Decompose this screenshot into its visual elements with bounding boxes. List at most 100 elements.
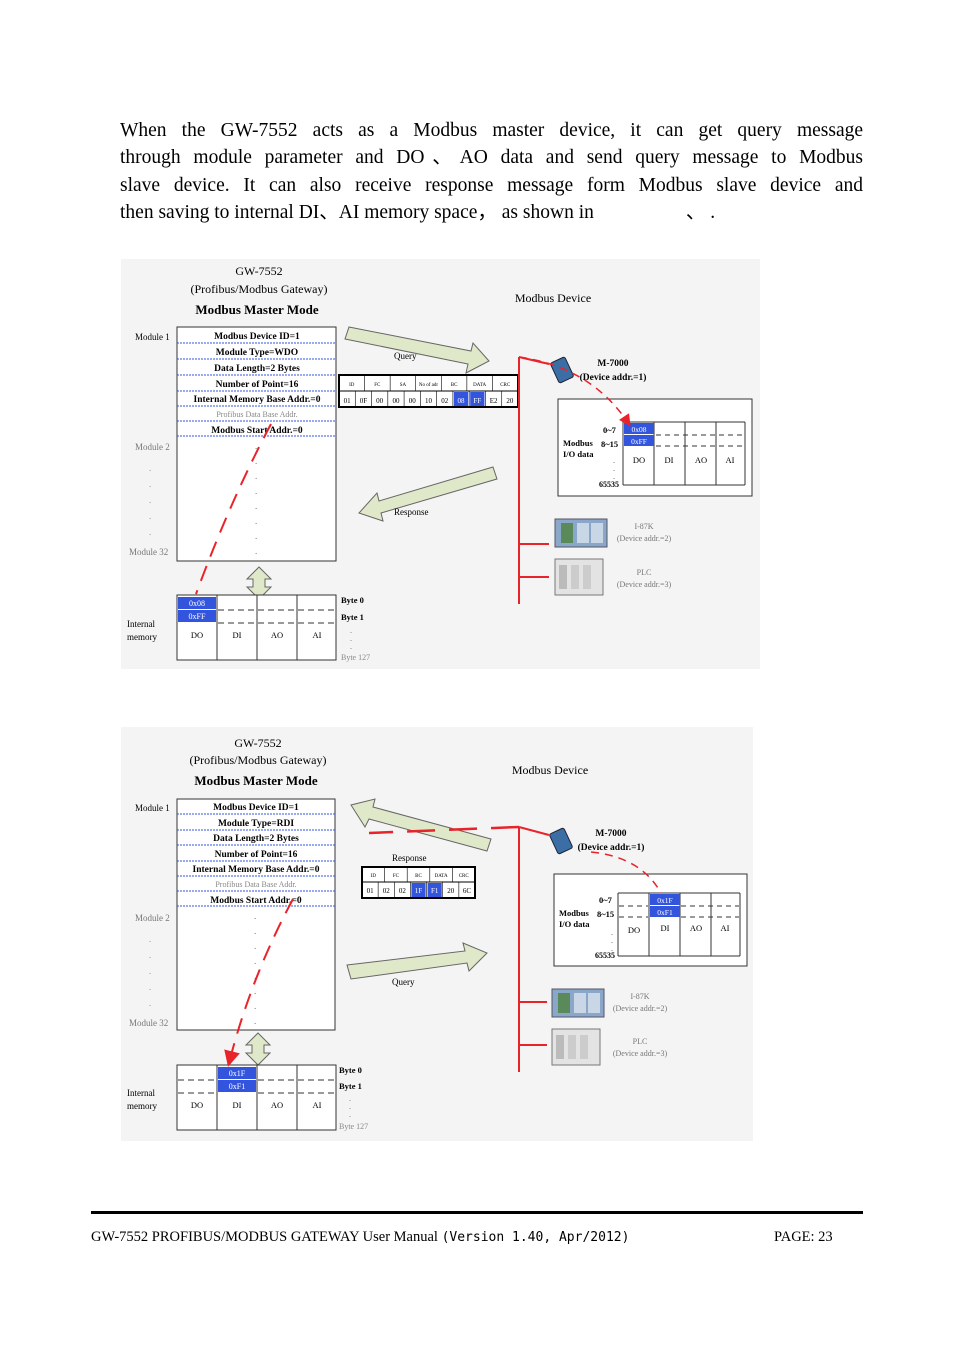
param-module-type: Module Type=RDI	[218, 819, 294, 829]
svg-text:.: .	[149, 950, 151, 960]
param-number-of-point: Number of Point=16	[215, 850, 298, 860]
svg-text:.: .	[611, 936, 613, 945]
i87k-name: I-87K	[630, 992, 649, 1001]
frame-cell: 1F	[415, 887, 423, 895]
svg-text:.: .	[613, 472, 615, 481]
io-row-2: 8~15	[597, 909, 614, 919]
memory-value-1: 0x08	[189, 599, 205, 608]
io-col-ao: AO	[690, 923, 702, 933]
i87k-device-icon	[554, 518, 608, 548]
m7000-addr: (Device addr.=1)	[578, 842, 645, 853]
figure-read-di: GW-7552 (Profibus/Modbus Gateway) Modbus…	[121, 727, 753, 1141]
svg-text:.: .	[149, 966, 151, 976]
svg-text:.: .	[254, 926, 256, 936]
io-row-1: 0~7	[603, 425, 617, 435]
frame-cell: 20	[506, 397, 514, 405]
exchange-arrow	[244, 1032, 272, 1066]
response-label: Response	[394, 507, 429, 517]
memory-label-1: Internal	[127, 619, 155, 629]
module-2-label: Module 2	[135, 442, 170, 452]
svg-text:.: .	[349, 1094, 351, 1103]
module-box	[176, 326, 337, 562]
paragraph-line-4: then saving to internal DI、AI memory spa…	[120, 199, 863, 226]
io-value-2: 0xF1	[657, 908, 673, 917]
param-memory-base: Internal Memory Base Addr.=0	[194, 395, 321, 405]
i87k-addr: (Device addr.=2)	[617, 534, 672, 543]
byte-1-label: Byte 1	[339, 1081, 362, 1091]
svg-text:.: .	[149, 527, 151, 537]
frame-highlight-cell	[453, 392, 469, 406]
module-2-label: Module 2	[135, 913, 170, 923]
query-label: Query	[394, 351, 417, 361]
modbus-device-title: Modbus Device	[512, 763, 588, 777]
memory-col-do: DO	[191, 1100, 203, 1110]
m7000-device-icon	[549, 827, 573, 855]
svg-text:.: .	[255, 471, 257, 481]
footer-rule	[91, 1211, 863, 1214]
footer-manual-title: GW-7552 PROFIBUS/MODBUS GATEWAY User Man…	[91, 1229, 438, 1245]
svg-text:.: .	[611, 928, 613, 937]
frame-cell: 02	[441, 397, 449, 405]
svg-text:.: .	[350, 634, 352, 643]
io-col-ai: AI	[726, 455, 735, 465]
io-col-do: DO	[633, 455, 645, 465]
paragraph-line-4-tail: 、 .	[685, 202, 716, 224]
exchange-arrow	[245, 566, 273, 600]
frame-header: No of adr	[419, 383, 438, 388]
io-value-2: 0xFF	[631, 437, 647, 446]
frame-header: BC	[451, 383, 458, 388]
memory-col-ai: AI	[313, 630, 322, 640]
svg-text:.: .	[613, 456, 615, 465]
io-label-1: Modbus	[559, 908, 589, 918]
svg-text:.: .	[254, 971, 256, 981]
svg-text:.: .	[255, 501, 257, 511]
svg-text:.: .	[255, 441, 257, 451]
memory-value-cell-1	[178, 597, 216, 609]
io-end: 65535	[599, 480, 619, 489]
m7000-name: M-7000	[597, 359, 628, 369]
mode-title: Modbus Master Mode	[194, 773, 317, 788]
frame-cell: 20	[447, 887, 455, 895]
svg-text:.: .	[149, 998, 151, 1008]
io-col-ai: AI	[721, 923, 730, 933]
io-value-cell-1	[650, 894, 680, 905]
svg-text:.: .	[254, 1016, 256, 1026]
response-curve	[368, 825, 520, 835]
svg-text:.: .	[255, 486, 257, 496]
io-col-ao: AO	[695, 455, 707, 465]
frame-cell: 01	[367, 887, 375, 895]
plc-device-icon	[554, 558, 604, 596]
response-arrow	[350, 798, 492, 852]
memory-label-2: memory	[127, 1101, 157, 1111]
svg-text:.: .	[255, 456, 257, 466]
frame-header: BC	[415, 874, 422, 879]
module-32-label: Module 32	[129, 1018, 168, 1028]
plc-addr: (Device addr.=3)	[617, 580, 672, 589]
svg-text:.: .	[254, 986, 256, 996]
figure-write-do: GW-7552 (Profibus/Modbus Gateway) Modbus…	[121, 259, 760, 669]
svg-text:.: .	[350, 626, 352, 635]
svg-text:.: .	[149, 982, 151, 992]
memory-col-di: DI	[233, 630, 242, 640]
mode-title: Modbus Master Mode	[195, 302, 318, 317]
response-arrow	[358, 466, 498, 522]
io-table	[557, 398, 753, 497]
module-1-label: Module 1	[135, 803, 170, 813]
frame-header: SA	[400, 383, 407, 388]
svg-text:.: .	[613, 464, 615, 473]
param-modbus-start: Modbus Start Addr.=0	[211, 426, 303, 436]
query-arrow	[344, 326, 490, 374]
frame-header: ID	[371, 874, 377, 879]
i87k-addr: (Device addr.=2)	[613, 1004, 668, 1013]
io-table	[553, 873, 748, 967]
svg-text:.: .	[254, 911, 256, 921]
paragraph-line-1: When the GW-7552 acts as a Modbus master…	[120, 120, 863, 141]
io-value-cell-2	[624, 435, 654, 446]
plc-name: PLC	[633, 1037, 648, 1046]
byte-127-label: Byte 127	[339, 1122, 368, 1131]
query-label: Query	[392, 977, 415, 987]
frame-cell: 01	[344, 397, 352, 405]
frame-cell: 08	[458, 397, 466, 405]
mapping-curve	[195, 423, 272, 595]
frame-cell: 00	[409, 397, 417, 405]
